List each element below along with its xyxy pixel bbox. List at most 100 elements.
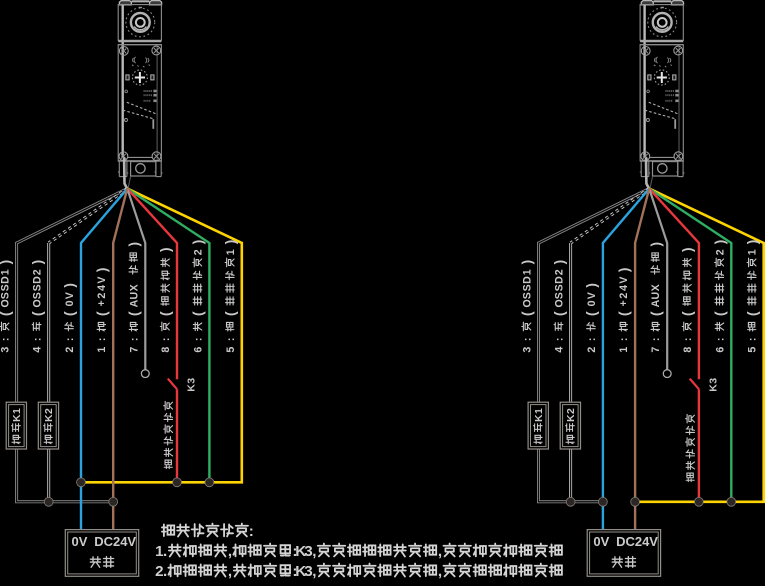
svg-text:,: , bbox=[312, 563, 316, 580]
svg-text:3: 3 bbox=[304, 543, 312, 560]
svg-text:): ) bbox=[94, 267, 109, 272]
svg-text:K: K bbox=[11, 414, 23, 422]
svg-text::: : bbox=[714, 338, 726, 342]
svg-text:(: ( bbox=[127, 311, 142, 316]
svg-text:(: ( bbox=[648, 311, 663, 316]
svg-text:C: C bbox=[626, 534, 636, 549]
svg-text:,: , bbox=[228, 543, 232, 560]
svg-text:K: K bbox=[295, 563, 306, 580]
svg-text:3: 3 bbox=[304, 563, 312, 580]
svg-text::: : bbox=[618, 338, 630, 342]
svg-text:V: V bbox=[586, 292, 598, 299]
svg-text:): ) bbox=[552, 260, 567, 265]
svg-text:S: S bbox=[32, 292, 44, 299]
svg-text:S: S bbox=[0, 292, 12, 299]
svg-text:U: U bbox=[128, 292, 140, 300]
svg-text:0: 0 bbox=[586, 300, 598, 306]
svg-text:V: V bbox=[79, 534, 88, 549]
svg-text:): ) bbox=[62, 283, 77, 288]
svg-text:D: D bbox=[32, 276, 44, 284]
svg-text:X: X bbox=[650, 284, 662, 291]
svg-text:1: 1 bbox=[747, 249, 759, 255]
svg-text:8: 8 bbox=[160, 347, 172, 353]
svg-text:2: 2 bbox=[32, 269, 44, 275]
svg-text:1: 1 bbox=[96, 347, 108, 353]
svg-text:2: 2 bbox=[586, 347, 598, 353]
svg-text:O: O bbox=[554, 299, 566, 307]
svg-text:D: D bbox=[94, 534, 103, 549]
svg-text:K: K bbox=[43, 414, 55, 422]
svg-text:K: K bbox=[295, 543, 306, 560]
svg-text:S: S bbox=[32, 284, 44, 291]
svg-text:4: 4 bbox=[642, 534, 650, 549]
svg-text::: : bbox=[0, 338, 12, 342]
svg-text:(: ( bbox=[680, 311, 695, 316]
svg-text:2: 2 bbox=[96, 293, 108, 299]
svg-text:K: K bbox=[565, 414, 577, 422]
svg-text:O: O bbox=[522, 299, 534, 307]
svg-text:(: ( bbox=[158, 311, 173, 316]
svg-text:): ) bbox=[158, 247, 173, 252]
svg-text::: : bbox=[522, 338, 534, 342]
svg-text::: : bbox=[682, 338, 694, 342]
svg-text::: : bbox=[586, 338, 598, 342]
svg-text:K: K bbox=[185, 384, 197, 392]
svg-text:): ) bbox=[713, 240, 728, 245]
svg-text:V: V bbox=[64, 292, 76, 299]
svg-text:D: D bbox=[522, 276, 534, 284]
svg-text:.: . bbox=[163, 543, 167, 560]
svg-text:.: . bbox=[163, 563, 167, 580]
svg-text:5: 5 bbox=[225, 347, 237, 353]
svg-text:3: 3 bbox=[522, 347, 534, 353]
svg-text::: : bbox=[128, 338, 140, 342]
svg-text:): ) bbox=[30, 260, 45, 265]
svg-text:): ) bbox=[0, 260, 13, 265]
svg-text:1: 1 bbox=[225, 249, 237, 255]
svg-text:3: 3 bbox=[707, 378, 719, 384]
svg-text:(: ( bbox=[584, 311, 599, 316]
svg-text:A: A bbox=[650, 299, 662, 307]
svg-text:(: ( bbox=[223, 311, 238, 316]
svg-text::: : bbox=[64, 338, 76, 342]
svg-text:): ) bbox=[745, 240, 760, 245]
svg-text:D: D bbox=[554, 276, 566, 284]
svg-text:): ) bbox=[191, 240, 206, 245]
svg-text:2: 2 bbox=[565, 408, 577, 414]
svg-text:1: 1 bbox=[11, 408, 23, 414]
svg-text:2: 2 bbox=[192, 249, 204, 255]
svg-text:7: 7 bbox=[128, 347, 140, 353]
svg-text:+: + bbox=[96, 300, 108, 306]
svg-text:(: ( bbox=[713, 311, 728, 316]
svg-text:0: 0 bbox=[72, 534, 79, 549]
svg-text:(: ( bbox=[520, 311, 535, 316]
svg-text:7: 7 bbox=[650, 347, 662, 353]
svg-text:+: + bbox=[618, 300, 630, 306]
svg-text:): ) bbox=[648, 242, 663, 247]
svg-text:(: ( bbox=[745, 311, 760, 316]
svg-text:6: 6 bbox=[714, 347, 726, 353]
svg-text:S: S bbox=[0, 284, 12, 291]
svg-text:2: 2 bbox=[618, 293, 630, 299]
svg-text:A: A bbox=[128, 299, 140, 307]
svg-text::: : bbox=[192, 338, 204, 342]
svg-text:(: ( bbox=[30, 311, 45, 316]
svg-text:V: V bbox=[649, 534, 658, 549]
svg-text:1: 1 bbox=[522, 269, 534, 275]
svg-text:,: , bbox=[312, 543, 316, 560]
svg-text:K: K bbox=[707, 384, 719, 392]
svg-text:): ) bbox=[520, 260, 535, 265]
svg-text::: : bbox=[32, 338, 44, 342]
svg-text:U: U bbox=[650, 292, 662, 300]
svg-text:): ) bbox=[584, 283, 599, 288]
svg-text:1: 1 bbox=[533, 408, 545, 414]
svg-text:C: C bbox=[104, 534, 114, 549]
svg-text:): ) bbox=[127, 242, 142, 247]
svg-text:V: V bbox=[127, 534, 136, 549]
svg-text:O: O bbox=[0, 299, 12, 307]
svg-text:2: 2 bbox=[714, 249, 726, 255]
svg-text:(: ( bbox=[191, 311, 206, 316]
svg-text:0: 0 bbox=[593, 534, 600, 549]
svg-text:4: 4 bbox=[32, 347, 44, 353]
svg-text::: : bbox=[249, 523, 254, 540]
svg-text:2: 2 bbox=[64, 347, 76, 353]
